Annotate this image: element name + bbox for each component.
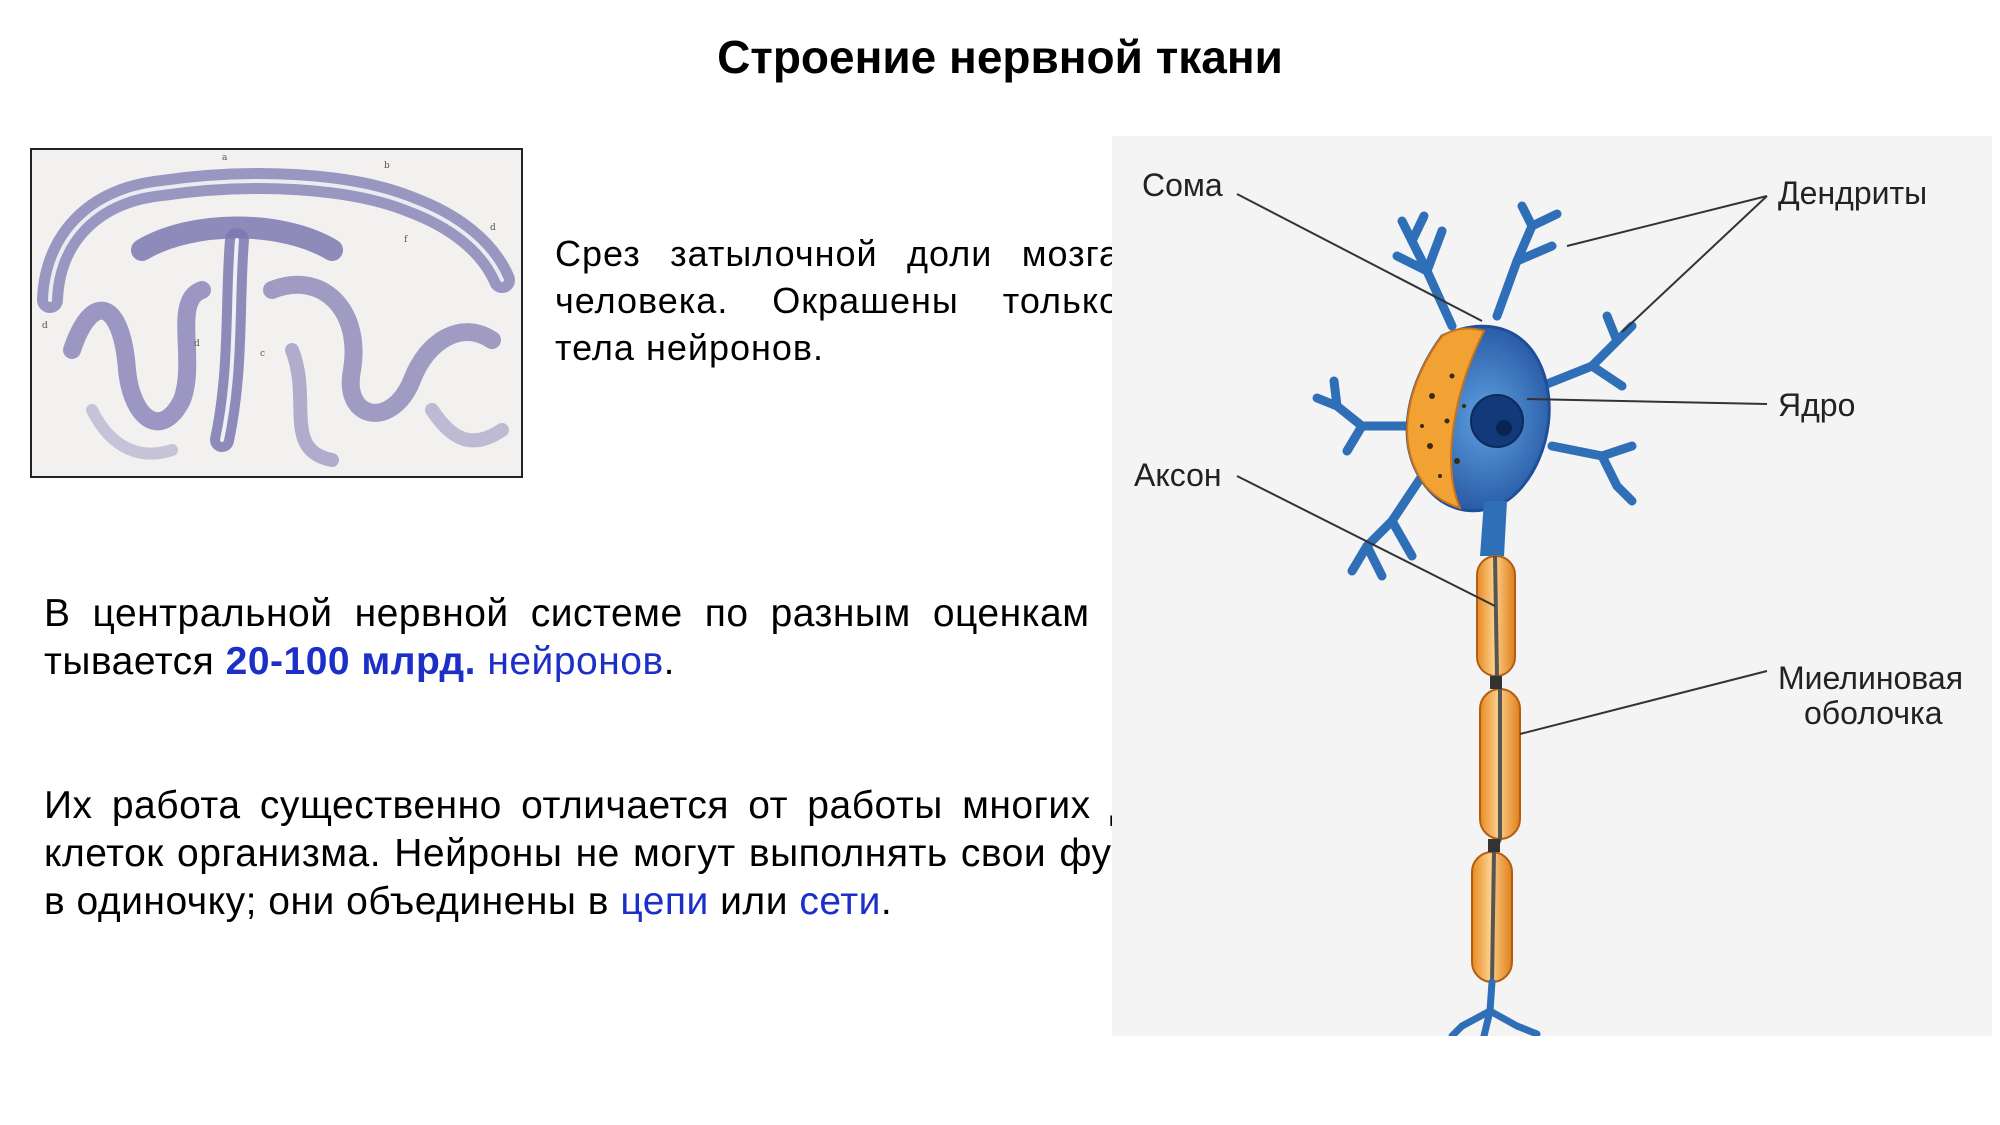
paragraph-text: В центральной нервной системе по разным … <box>44 592 1232 683</box>
paragraph-text: Их работа существенно отличается от рабо… <box>44 784 1232 923</box>
neuron-diagram: Сома Дендриты Ядро Аксон Миелиновая обол… <box>1112 136 1992 1036</box>
brain-caption: Срез затылочной доли мозга человека. Окр… <box>555 233 1120 368</box>
page-title: Строение нервной ткани <box>717 31 1283 83</box>
label-dendrites: Дендриты <box>1778 175 1927 211</box>
soma-cutaway <box>1406 327 1486 510</box>
dendrites <box>1312 201 1637 581</box>
label-axon: Аксон <box>1134 457 1222 493</box>
brain-letter-f: f <box>404 235 408 245</box>
brain-letter-d: d <box>490 223 496 233</box>
axon-terminals <box>1448 978 1541 1036</box>
axon <box>1490 555 1502 983</box>
networks-link[interactable]: сети <box>799 880 881 923</box>
label-nucleus: Ядро <box>1778 387 1855 423</box>
label-myelin-line1: Миелиновая <box>1778 660 1963 696</box>
brain-section-image: a b d d f d c <box>30 148 523 478</box>
nucleus <box>1470 394 1524 448</box>
brain-letter-b: b <box>384 161 390 171</box>
neurons-link[interactable]: нейронов <box>487 640 664 683</box>
brain-letter-d: d <box>194 339 200 349</box>
label-myelin-line2: оболочка <box>1804 695 1943 731</box>
brain-letter-d: d <box>42 321 48 331</box>
neuron-count-highlight: 20-100 млрд. <box>225 640 476 683</box>
brain-letter-a: a <box>222 153 228 163</box>
chains-link[interactable]: цепи <box>620 880 709 923</box>
paragraph-neuron-count: В центральной нервной системе по разным … <box>44 592 1232 683</box>
brain-letter-c: c <box>260 349 265 359</box>
paragraph-neuron-networks: Их работа существенно отличается от рабо… <box>44 784 1232 923</box>
label-soma: Сома <box>1142 167 1223 203</box>
